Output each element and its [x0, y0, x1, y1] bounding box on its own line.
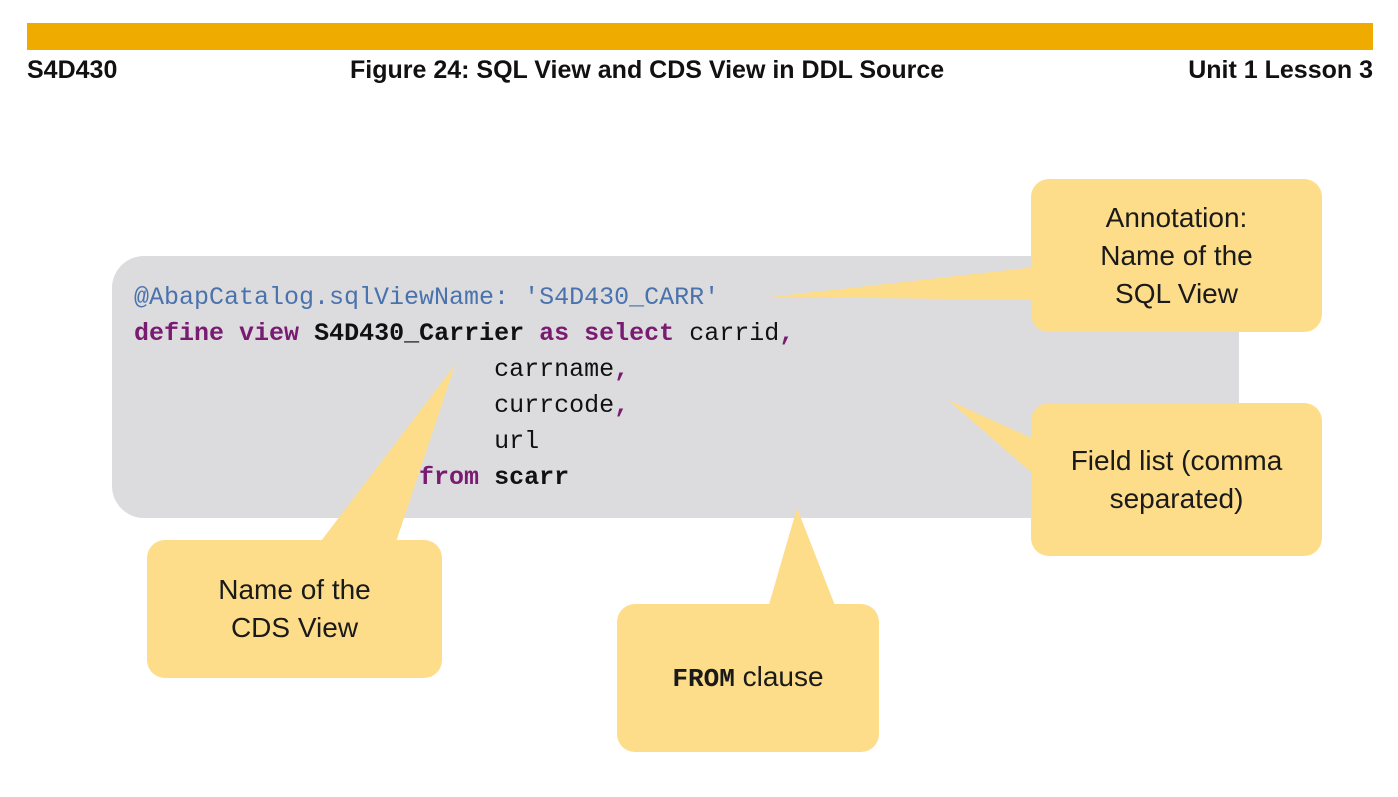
- callout-text: separated): [1109, 482, 1244, 514]
- cds-view-name: S4D430_Carrier: [314, 319, 525, 348]
- lesson-label: Unit 1 Lesson 3: [1188, 56, 1373, 84]
- field-list-callout: Field list (comma separated): [1031, 403, 1322, 556]
- keyword-view: view: [239, 319, 300, 348]
- field-currcode: currcode: [494, 391, 615, 420]
- keyword-define: define: [134, 319, 225, 348]
- annotation-line: @AbapCatalog.sqlViewName: 'S4D430_CARR': [134, 283, 720, 312]
- cds-name-pointer: [318, 365, 455, 545]
- ddl-source-code: @AbapCatalog.sqlViewName: 'S4D430_CARR' …: [134, 280, 794, 496]
- field-comma: ,: [614, 391, 630, 420]
- callout-text: Name of the: [218, 574, 371, 605]
- field-carrid: carrid: [689, 319, 780, 348]
- from-clause-callout: FROM clause: [617, 604, 879, 752]
- field-url: url: [494, 427, 540, 456]
- callout-text: SQL View: [1115, 277, 1238, 309]
- callout-text: Name of the: [1100, 239, 1253, 271]
- table-name: scarr: [494, 463, 570, 492]
- annotation-pointer: [770, 266, 1045, 300]
- figure-title: Figure 24: SQL View and CDS View in DDL …: [350, 56, 945, 84]
- keyword-as: as: [539, 319, 570, 348]
- field-comma: ,: [614, 355, 630, 384]
- field-list-pointer: [948, 400, 1040, 480]
- keyword-select: select: [584, 319, 675, 348]
- accent-bar: [27, 23, 1373, 50]
- callout-text: clause: [734, 661, 824, 692]
- callout-text: Annotation:: [1105, 201, 1248, 233]
- from-clause-pointer: [768, 508, 836, 608]
- keyword-from: from: [419, 463, 480, 492]
- course-code: S4D430: [27, 56, 118, 84]
- annotation-callout: Annotation: Name of the SQL View: [1031, 179, 1322, 332]
- field-carrname: carrname: [494, 355, 615, 384]
- field-comma: ,: [779, 319, 795, 348]
- cds-name-callout: Name of the CDS View: [147, 540, 442, 678]
- callout-text: Field list (comma: [1070, 444, 1283, 476]
- callout-text: CDS View: [230, 612, 359, 643]
- from-keyword: FROM: [672, 664, 735, 694]
